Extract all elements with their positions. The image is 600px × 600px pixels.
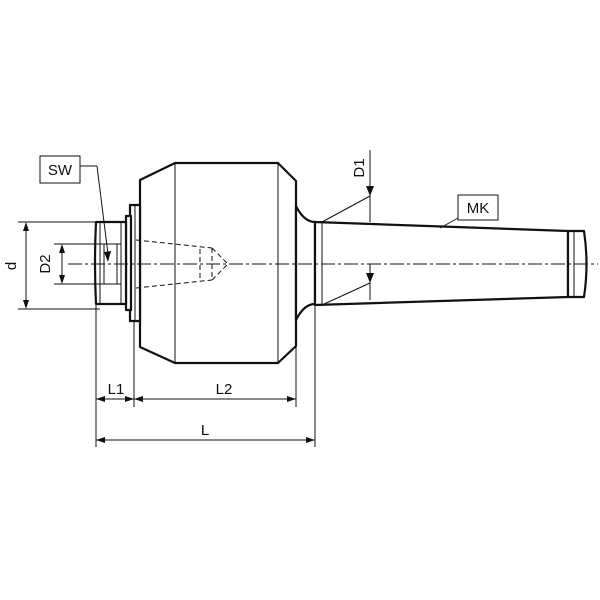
dimension-l2 bbox=[134, 396, 296, 402]
dimension-d1 bbox=[321, 150, 374, 306]
neck bbox=[294, 204, 317, 322]
label-l1: L1 bbox=[108, 381, 125, 398]
label-d2: D2 bbox=[37, 254, 54, 273]
label-l2: L2 bbox=[216, 381, 233, 398]
front-collar bbox=[124, 203, 142, 323]
length-extension-lines bbox=[95, 304, 316, 447]
sw-callout bbox=[39, 155, 111, 262]
dimension-l1 bbox=[96, 396, 134, 402]
label-l: L bbox=[201, 422, 209, 439]
dimension-l bbox=[96, 437, 315, 443]
label-d: d bbox=[3, 262, 20, 270]
dimension-d2 bbox=[54, 243, 100, 285]
bearing-housing bbox=[138, 161, 298, 365]
label-d1: D1 bbox=[351, 158, 368, 177]
label-sw: SW bbox=[48, 162, 73, 179]
hex-nut bbox=[93, 220, 128, 306]
dimension-d bbox=[18, 221, 100, 310]
mk-callout bbox=[439, 194, 499, 229]
label-mk: MK bbox=[467, 200, 490, 217]
